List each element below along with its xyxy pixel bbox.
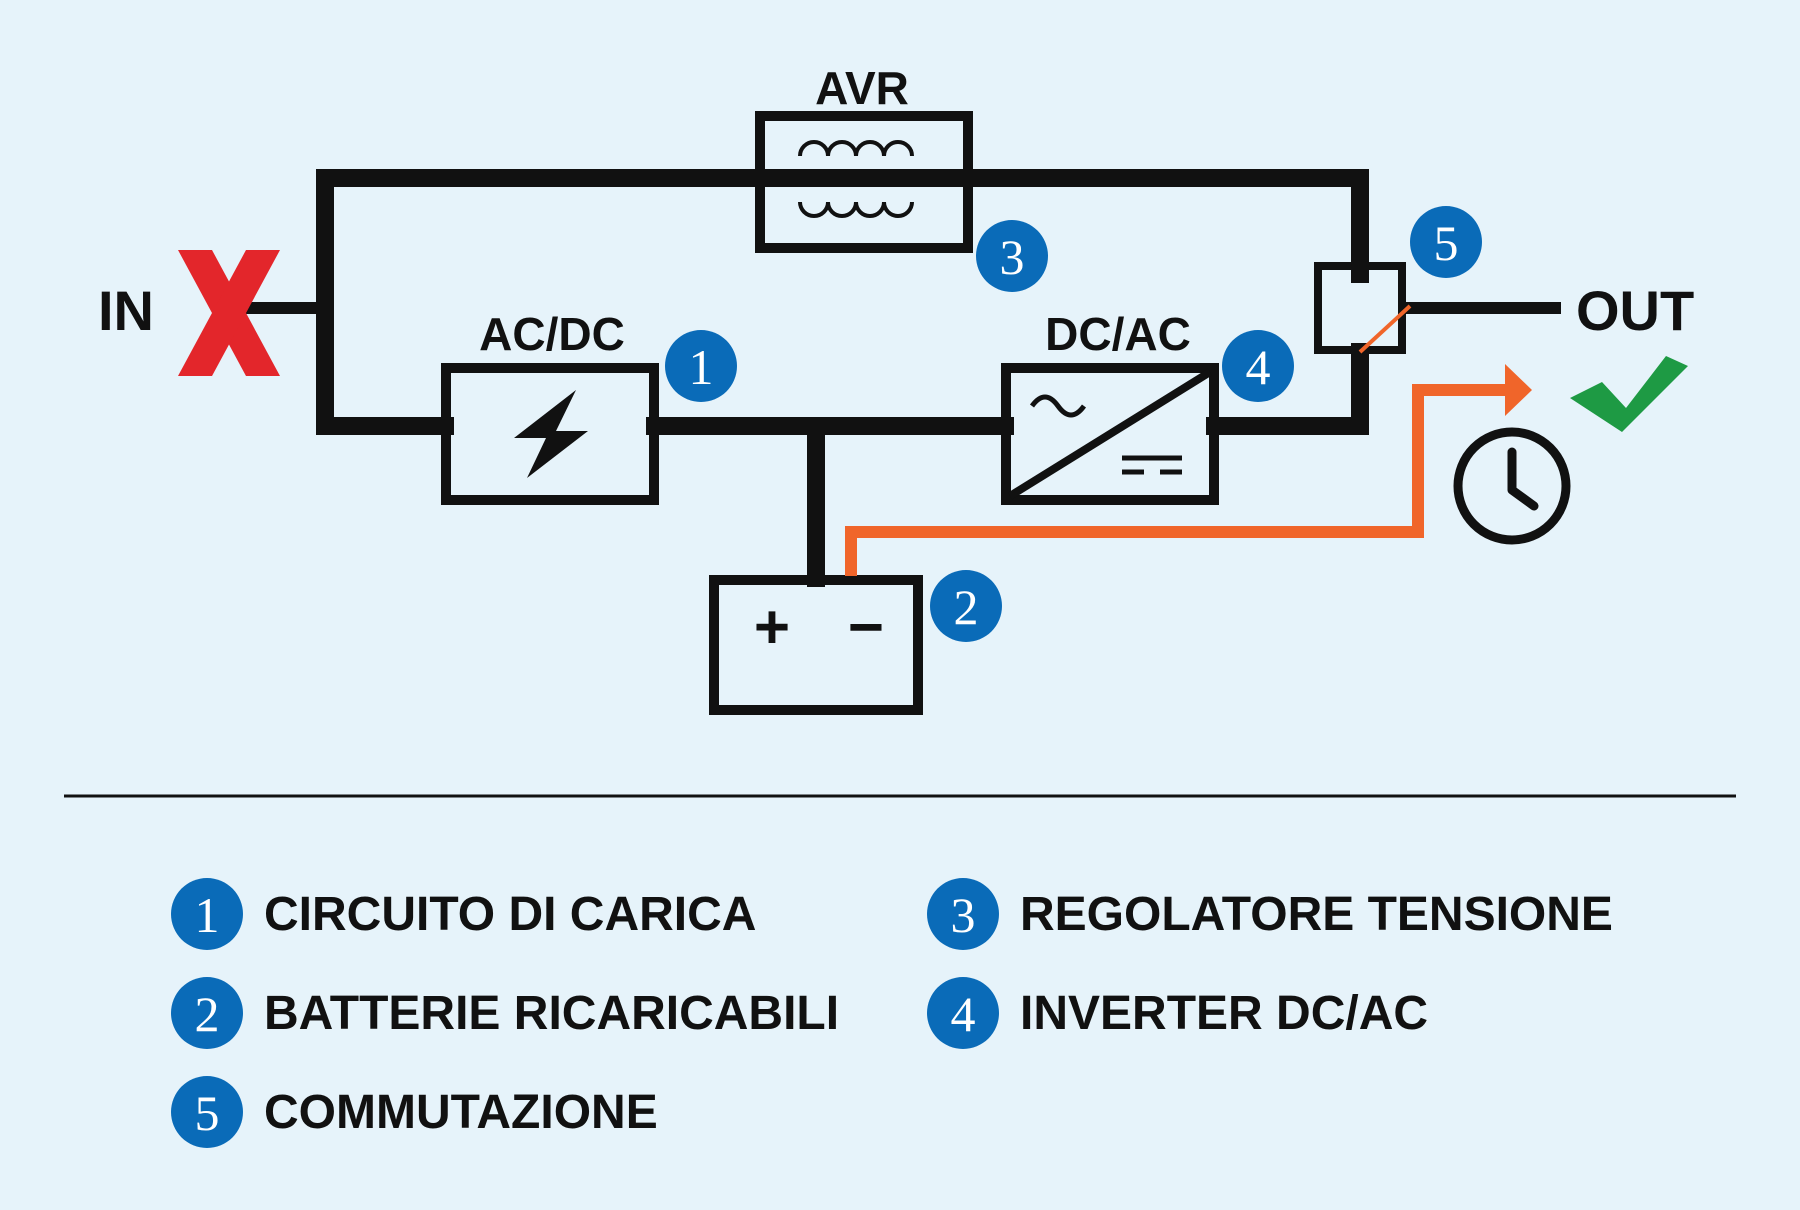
clock-icon (1453, 427, 1571, 545)
badge-switch: 5 (1410, 206, 1482, 278)
legend-label: INVERTER DC/AC (1020, 987, 1428, 1040)
x-cross-icon (178, 250, 280, 376)
dc-symbol-icon (1122, 455, 1182, 475)
battery-plus: + (754, 593, 790, 662)
battery-block: + − (709, 575, 923, 715)
badge-avr: 3 (976, 220, 1048, 292)
badge-battery: 2 (930, 570, 1002, 642)
sine-wave-icon (1029, 394, 1087, 418)
svg-text:3: 3 (951, 887, 976, 943)
svg-text:2: 2 (954, 579, 979, 635)
acdc-block: AC/DC (441, 308, 659, 505)
avr-box (755, 111, 973, 253)
legend-item: 4 INVERTER DC/AC (927, 977, 1428, 1049)
wiring (239, 169, 1561, 587)
badge-inverter: 4 (1222, 330, 1294, 402)
signal-arrowhead (1505, 364, 1532, 416)
acdc-box (441, 363, 659, 505)
transfer-signal (845, 364, 1532, 576)
legend-item: 3 REGOLATORE TENSIONE (927, 878, 1613, 950)
acdc-label: AC/DC (479, 308, 625, 360)
switch-contact (1358, 304, 1412, 354)
legend-item: 5 COMMUTAZIONE (171, 1076, 658, 1148)
legend-label: COMMUTAZIONE (264, 1086, 658, 1139)
battery-box (709, 575, 923, 715)
dcac-box (1001, 363, 1219, 505)
transfer-switch (1314, 262, 1412, 354)
svg-text:3: 3 (1000, 229, 1025, 285)
lightning-icon (514, 390, 588, 478)
svg-text:4: 4 (951, 986, 976, 1042)
battery-minus: − (848, 593, 884, 662)
legend: 1 CIRCUITO DI CARICA 2 BATTERIE RICARICA… (171, 878, 1613, 1148)
legend-label: REGOLATORE TENSIONE (1020, 888, 1613, 941)
avr-label: AVR (815, 62, 909, 114)
legend-item: 2 BATTERIE RICARICABILI (171, 977, 839, 1049)
avr-block: AVR (755, 62, 973, 253)
svg-text:5: 5 (1434, 215, 1459, 271)
input-label: IN (98, 279, 154, 342)
legend-label: CIRCUITO DI CARICA (264, 888, 756, 941)
svg-text:5: 5 (195, 1085, 220, 1141)
output-label: OUT (1576, 279, 1694, 342)
legend-label: BATTERIE RICARICABILI (264, 987, 839, 1040)
legend-item: 1 CIRCUITO DI CARICA (171, 878, 756, 950)
coil-icon (798, 140, 914, 218)
svg-text:1: 1 (689, 339, 714, 395)
bypass-top-bus-right (951, 169, 1369, 283)
dcac-block: DC/AC (1001, 308, 1219, 505)
dcac-label: DC/AC (1045, 308, 1191, 360)
svg-text:2: 2 (195, 986, 220, 1042)
signal-path (845, 384, 1505, 576)
svg-text:4: 4 (1246, 339, 1271, 395)
svg-text:1: 1 (195, 887, 220, 943)
badge-acdc: 1 (665, 330, 737, 402)
bottom-bus-right (1206, 343, 1369, 435)
checkmark-icon (1570, 356, 1688, 432)
